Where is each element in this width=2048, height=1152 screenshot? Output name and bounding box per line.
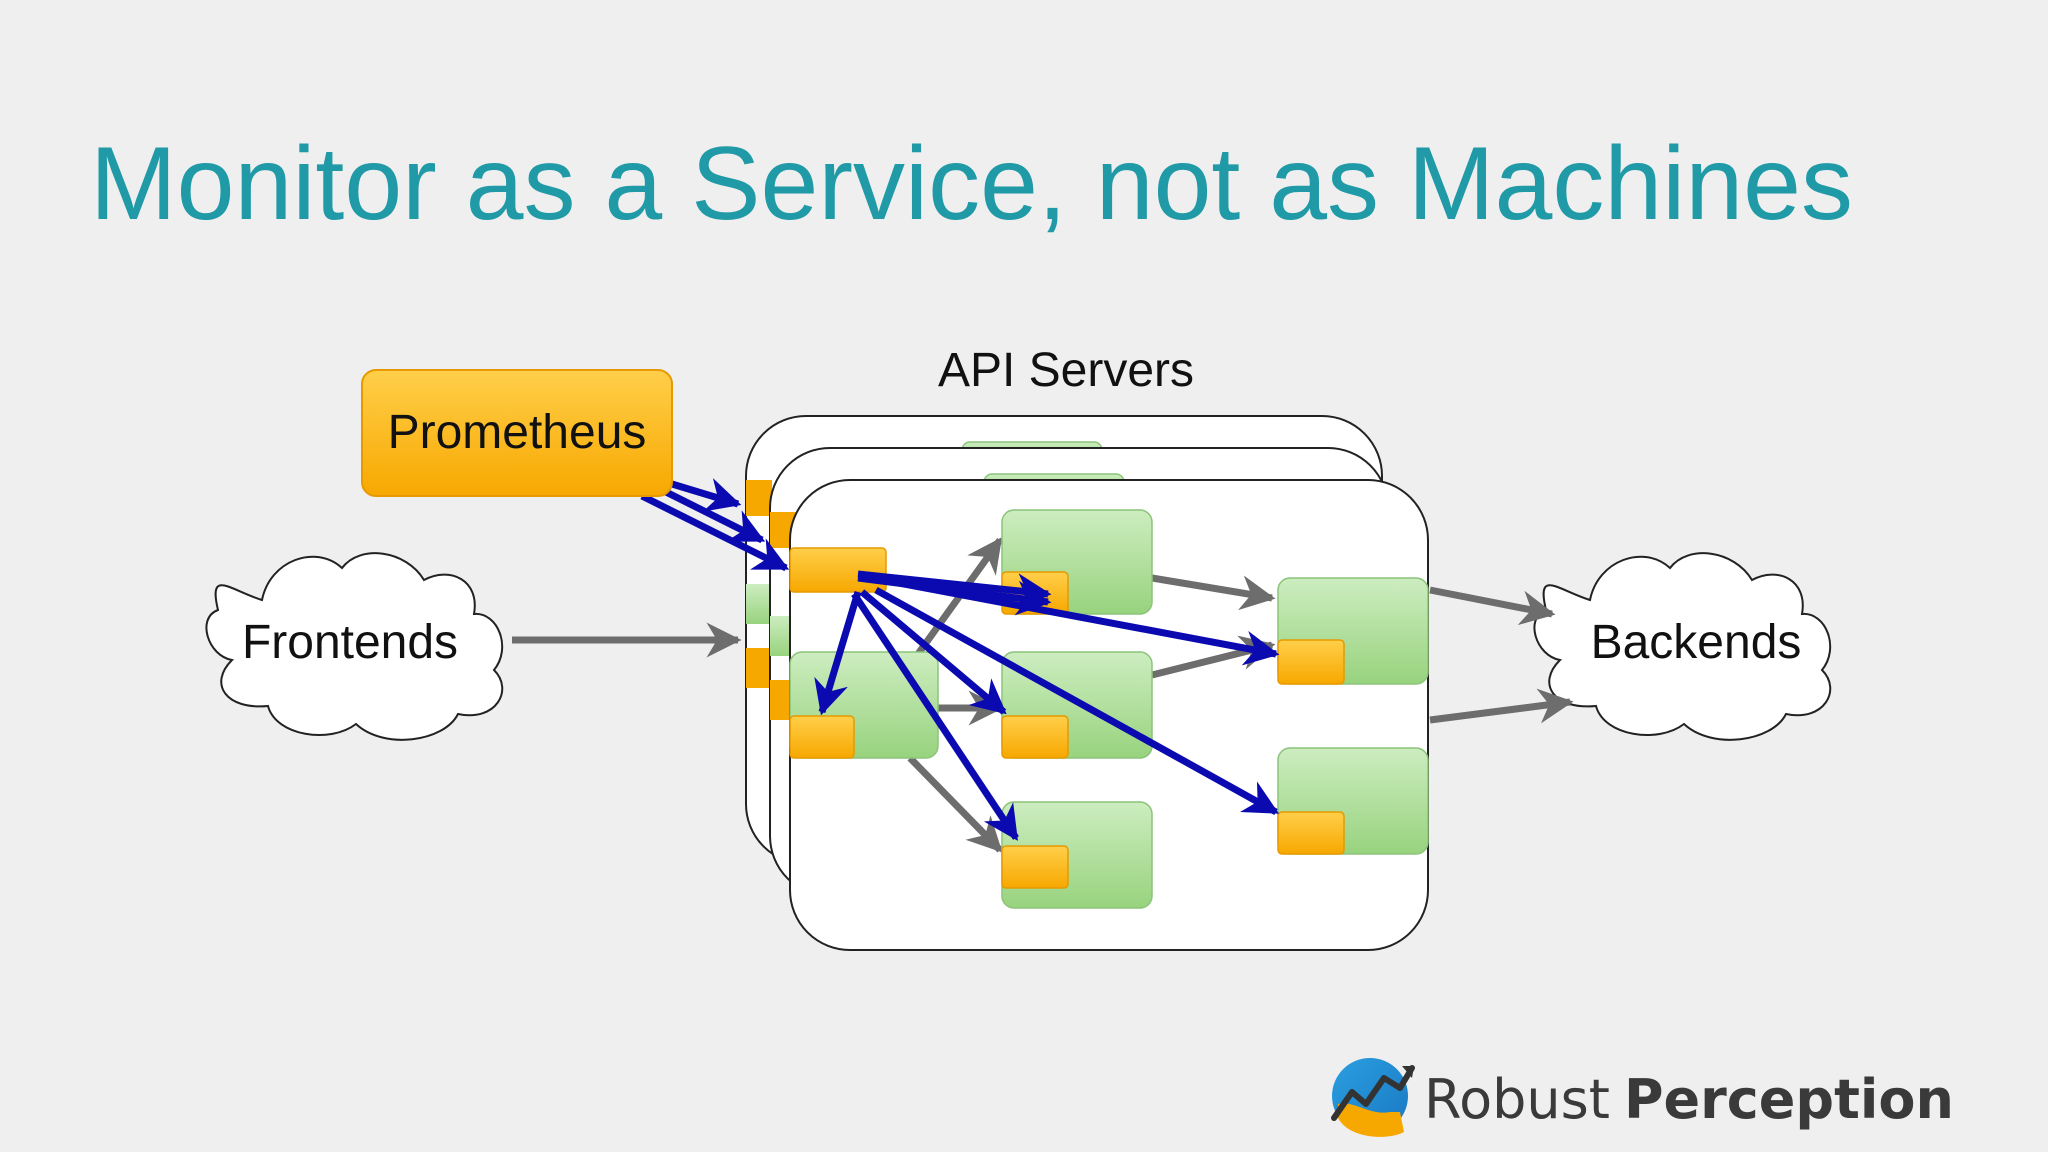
api-servers-label: API Servers <box>938 344 1194 397</box>
slide-title: Monitor as a Service, not as Machines <box>90 126 1854 242</box>
scrape-arrows <box>640 478 1280 841</box>
frontends-cloud: Frontends <box>205 552 504 741</box>
backends-cloud: Backends <box>1533 552 1832 741</box>
prometheus-node: Prometheus <box>361 369 673 497</box>
frontends-label: Frontends <box>242 616 458 669</box>
exporter-endpoint-entry <box>789 547 887 593</box>
brand-name-bold: Perception <box>1624 1068 1954 1131</box>
exporter-endpoint-3 <box>1001 845 1069 889</box>
robust-perception-logo-icon <box>1331 1058 1415 1137</box>
brand-name-light: Robust <box>1424 1068 1610 1131</box>
component-node-4 <box>789 651 939 759</box>
exporter-endpoint-5 <box>1277 639 1345 685</box>
component-node-6 <box>1277 747 1429 855</box>
component-node-5 <box>1277 577 1429 685</box>
exporter-endpoint-2 <box>1001 715 1069 759</box>
component-node-3 <box>1001 801 1153 909</box>
backends-label: Backends <box>1591 616 1802 669</box>
exporter-endpoint-6 <box>1277 811 1345 855</box>
exporter-endpoint-4 <box>789 715 855 759</box>
prometheus-label: Prometheus <box>388 406 647 459</box>
external-traffic-arrows <box>512 586 1574 724</box>
